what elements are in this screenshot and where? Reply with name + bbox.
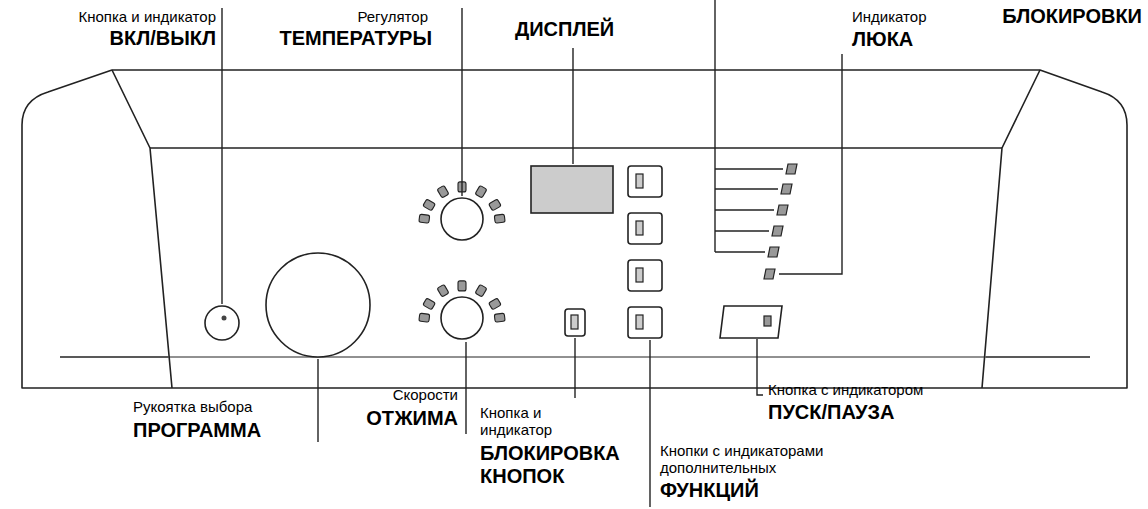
phase-indicator — [768, 247, 779, 257]
leader-line — [715, 209, 774, 210]
callout-label: БЛОКИРОВКИ — [1002, 5, 1142, 28]
phase-indicator — [772, 226, 783, 236]
knob-indicator — [489, 298, 502, 310]
leader-line — [714, 0, 715, 252]
phase-indicator — [781, 184, 792, 194]
start-pause-button — [720, 306, 782, 338]
knob-indicator — [423, 298, 436, 310]
leader-line — [461, 8, 462, 196]
leader-line — [465, 342, 466, 434]
knob-indicator — [489, 199, 502, 211]
callout-label: ЛЮКА — [852, 28, 913, 51]
leader-line — [757, 339, 763, 395]
power-indicator — [222, 316, 227, 321]
knob-indicator — [458, 281, 466, 291]
leader-line — [574, 338, 575, 398]
callout-label: ПРОГРАММА — [133, 419, 261, 442]
callout-label: ДИСПЛЕЙ — [515, 18, 614, 41]
leader-line — [317, 359, 318, 442]
callout-label: Скорости — [393, 386, 458, 403]
program-knob — [266, 253, 370, 357]
start-pause-indicator — [764, 316, 771, 326]
left-wing-edge — [112, 70, 172, 388]
callout-label: ПУСК/ПАУЗА — [768, 401, 895, 424]
lock-indicator — [571, 315, 578, 329]
display-screen — [531, 166, 613, 213]
callout-label: ВКЛ/ВЫКЛ — [109, 27, 216, 50]
phase-indicator — [777, 205, 788, 215]
knob-indicator — [494, 313, 505, 322]
knob-indicator — [423, 199, 436, 211]
leader-line — [715, 230, 769, 231]
leader-line — [779, 54, 842, 274]
callout-label: Кнопка и индикатор — [480, 404, 568, 439]
leader-line — [715, 251, 765, 252]
function-indicator — [636, 221, 643, 235]
knob-indicator — [419, 313, 430, 322]
knob-indicator — [437, 185, 449, 198]
function-indicator — [636, 174, 643, 188]
function-button — [628, 260, 662, 291]
leader-line — [572, 48, 573, 164]
front-bottom-edge — [168, 357, 986, 358]
left-wing-bottom — [60, 356, 168, 358]
temperature-knob — [441, 198, 483, 240]
knob-indicator — [419, 214, 430, 223]
callout-label: Регулятор — [357, 8, 428, 25]
knob-indicator — [475, 185, 487, 198]
right-wing-edge — [982, 70, 1040, 388]
function-button — [628, 166, 662, 197]
door-lock-indicator — [764, 269, 775, 279]
leader-line — [221, 8, 222, 304]
callout-label: ОТЖИМА — [366, 407, 458, 430]
right-wing-bottom — [986, 356, 1090, 358]
callout-label: ФУНКЦИЙ — [660, 479, 759, 502]
callout-label: Индикатор — [852, 8, 927, 25]
spin-knob — [441, 297, 483, 339]
phase-indicator — [786, 164, 797, 174]
leader-line — [649, 340, 650, 507]
knob-indicator — [494, 214, 505, 223]
function-indicator — [636, 315, 643, 329]
leader-line — [715, 168, 783, 169]
callout-label: ТЕМПЕРАТУРЫ — [279, 27, 432, 50]
knob-indicator — [475, 284, 487, 297]
callout-label: Кнопка и индикатор — [78, 8, 216, 25]
leader-line — [715, 188, 778, 189]
callout-label: Кнопки с индикаторами дополнительных — [660, 442, 900, 477]
callout-label: Рукоятка выбора — [133, 398, 252, 415]
callout-label: Кнопка с индикатором — [768, 381, 923, 398]
function-button — [628, 307, 662, 338]
function-button — [628, 213, 662, 244]
callout-label: БЛОКИРОВКА КНОПОК — [480, 442, 640, 488]
function-indicator — [636, 268, 643, 282]
panel-face-edge — [150, 147, 1002, 149]
knob-indicator — [437, 284, 449, 297]
lock-button — [565, 309, 585, 336]
power-button — [205, 306, 239, 340]
